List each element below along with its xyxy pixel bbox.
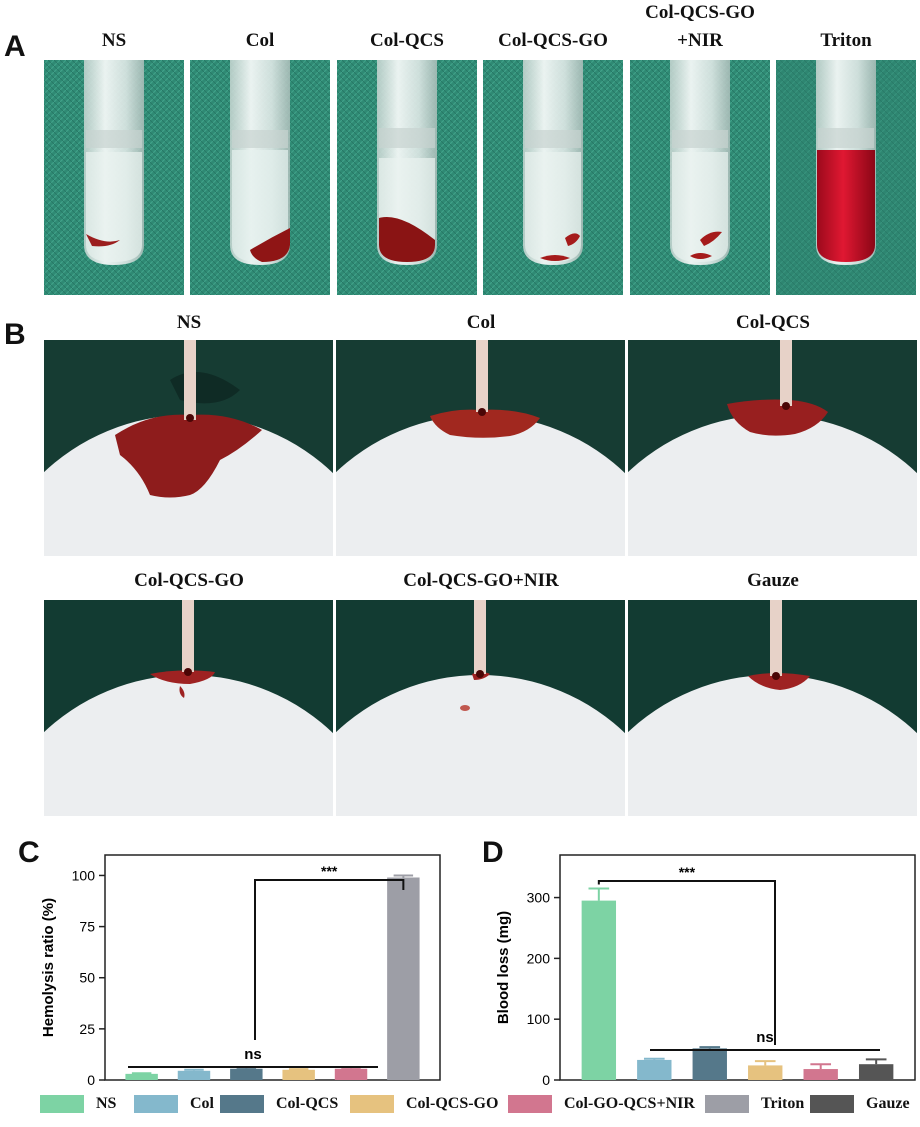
chart-d-sig-label: ***	[679, 864, 696, 880]
legend-label-col-qcs: Col-QCS	[276, 1095, 339, 1112]
panel-b-photos	[44, 340, 917, 816]
chart-d-ytick-label-3: 300	[527, 890, 551, 906]
legend-label-ns: NS	[96, 1095, 117, 1112]
liver-photo-col-qcs	[628, 340, 917, 556]
tube-label-col: Col	[245, 30, 275, 51]
panel-a-photos	[44, 60, 916, 295]
legend-item-triton: Triton	[705, 1092, 804, 1116]
legend-label-triton: Triton	[761, 1095, 805, 1112]
tube-label-triton: Triton	[820, 30, 872, 51]
chart-c-bar-4	[334, 1068, 368, 1080]
liver-photo-col	[336, 340, 625, 556]
panel-label-a: A	[4, 30, 26, 63]
chart-c-bar-1	[177, 1070, 211, 1080]
legend-swatch-col	[134, 1095, 178, 1113]
chart-c-bar-5	[387, 877, 420, 1080]
panel-label-d: D	[482, 836, 504, 869]
chart-d-bar-1	[637, 1059, 672, 1080]
chart-d-bar-2	[692, 1048, 727, 1080]
photo-label-col: Col	[466, 312, 496, 333]
chart-c-sig-bracket	[254, 879, 405, 1040]
chart-c-ytick-label-2: 50	[79, 970, 95, 986]
chart-hemolysis: Hemolysis ratio (%) 0 25 50 75 100 *** ns	[40, 854, 441, 1085]
legend-swatch-col-go-qcs-nir	[508, 1095, 552, 1113]
legend-swatch-col-qcs	[220, 1095, 264, 1113]
legend-item-gauze: Gauze	[810, 1092, 910, 1116]
chart-blood-loss: Blood loss (mg) 0 100 200 300 *** ns	[495, 854, 916, 1085]
legend-item-ns: NS	[40, 1092, 116, 1116]
chart-d-ns-label: ns	[756, 1029, 774, 1046]
legend-swatch-gauze	[810, 1095, 854, 1113]
photo-label-gauze: Gauze	[747, 570, 799, 591]
legend-label-col: Col	[190, 1095, 214, 1112]
legend-swatch-col-qcs-go	[350, 1095, 394, 1113]
chart-c-plot-frame	[104, 854, 441, 1081]
chart-d-ytick-label-2: 200	[527, 950, 551, 966]
photo-label-col-qcs-go-nir: Col-QCS-GO+NIR	[403, 570, 559, 591]
tube-label-col-qcs-go-nir-line2: +NIR	[677, 30, 723, 51]
panel-label-b: B	[4, 318, 26, 351]
chart-c-bar-2	[230, 1068, 263, 1080]
tube-photo-col-qcs-go	[483, 60, 623, 295]
chart-d-bar-4	[803, 1069, 838, 1080]
chart-d-plot-frame	[559, 854, 916, 1081]
chart-c-ytick-label-4: 100	[72, 867, 96, 883]
chart-d-bar-0	[581, 900, 617, 1080]
legend-item-col: Col	[134, 1092, 214, 1116]
legend-item-col-qcs-go: Col-QCS-GO	[350, 1092, 498, 1116]
tube-photo-col	[190, 60, 330, 295]
tube-label-col-qcs-go: Col-QCS-GO	[498, 30, 608, 51]
legend-item-col-qcs: Col-QCS	[220, 1092, 338, 1116]
chart-d-sig-bracket	[597, 880, 776, 1045]
chart-c-sig-label: ***	[321, 863, 338, 879]
liver-photo-gauze	[628, 600, 917, 816]
chart-c-bar-0	[125, 1073, 158, 1080]
tube-label-ns: NS	[101, 30, 127, 51]
tube-photo-triton	[776, 60, 916, 295]
chart-c-ytick-label-0: 0	[87, 1072, 95, 1085]
legend-label-gauze: Gauze	[866, 1095, 910, 1112]
chart-c-ylabel: Hemolysis ratio (%)	[40, 898, 57, 1037]
tube-label-col-qcs: Col-QCS	[370, 30, 444, 51]
chart-d-bar-3	[748, 1065, 783, 1080]
liver-photo-col-qcs-go	[44, 600, 333, 816]
photo-label-col-qcs: Col-QCS	[736, 312, 810, 333]
tube-photo-col-qcs-go-nir	[630, 60, 770, 295]
chart-d-ylabel: Blood loss (mg)	[495, 911, 512, 1024]
liver-photo-ns	[44, 340, 333, 556]
chart-d-bar-5	[858, 1064, 894, 1080]
chart-d-ytick-label-1: 100	[527, 1011, 551, 1027]
chart-c-ns-label: ns	[244, 1046, 262, 1063]
legend-swatch-triton	[705, 1095, 749, 1113]
liver-photo-col-qcs-go-nir	[336, 600, 625, 816]
photo-label-col-qcs-go: Col-QCS-GO	[134, 570, 244, 591]
legend-item-col-go-qcs-nir: Col-GO-QCS+NIR	[508, 1092, 695, 1116]
chart-c-ytick-label-1: 25	[79, 1021, 95, 1037]
tube-photo-ns	[44, 60, 184, 295]
legend-label-col-go-qcs-nir: Col-GO-QCS+NIR	[564, 1095, 695, 1112]
legend-label-col-qcs-go: Col-QCS-GO	[406, 1095, 499, 1112]
tube-photo-col-qcs	[337, 60, 477, 295]
chart-c-ytick-label-3: 75	[79, 919, 95, 935]
chart-c-bar-3	[282, 1069, 315, 1080]
photo-label-ns: NS	[176, 312, 202, 333]
panel-label-c: C	[18, 836, 40, 869]
chart-d-ytick-label-0: 0	[542, 1072, 550, 1085]
legend-swatch-ns	[40, 1095, 84, 1113]
tube-label-col-qcs-go-nir-line1: Col-QCS-GO	[645, 2, 755, 23]
